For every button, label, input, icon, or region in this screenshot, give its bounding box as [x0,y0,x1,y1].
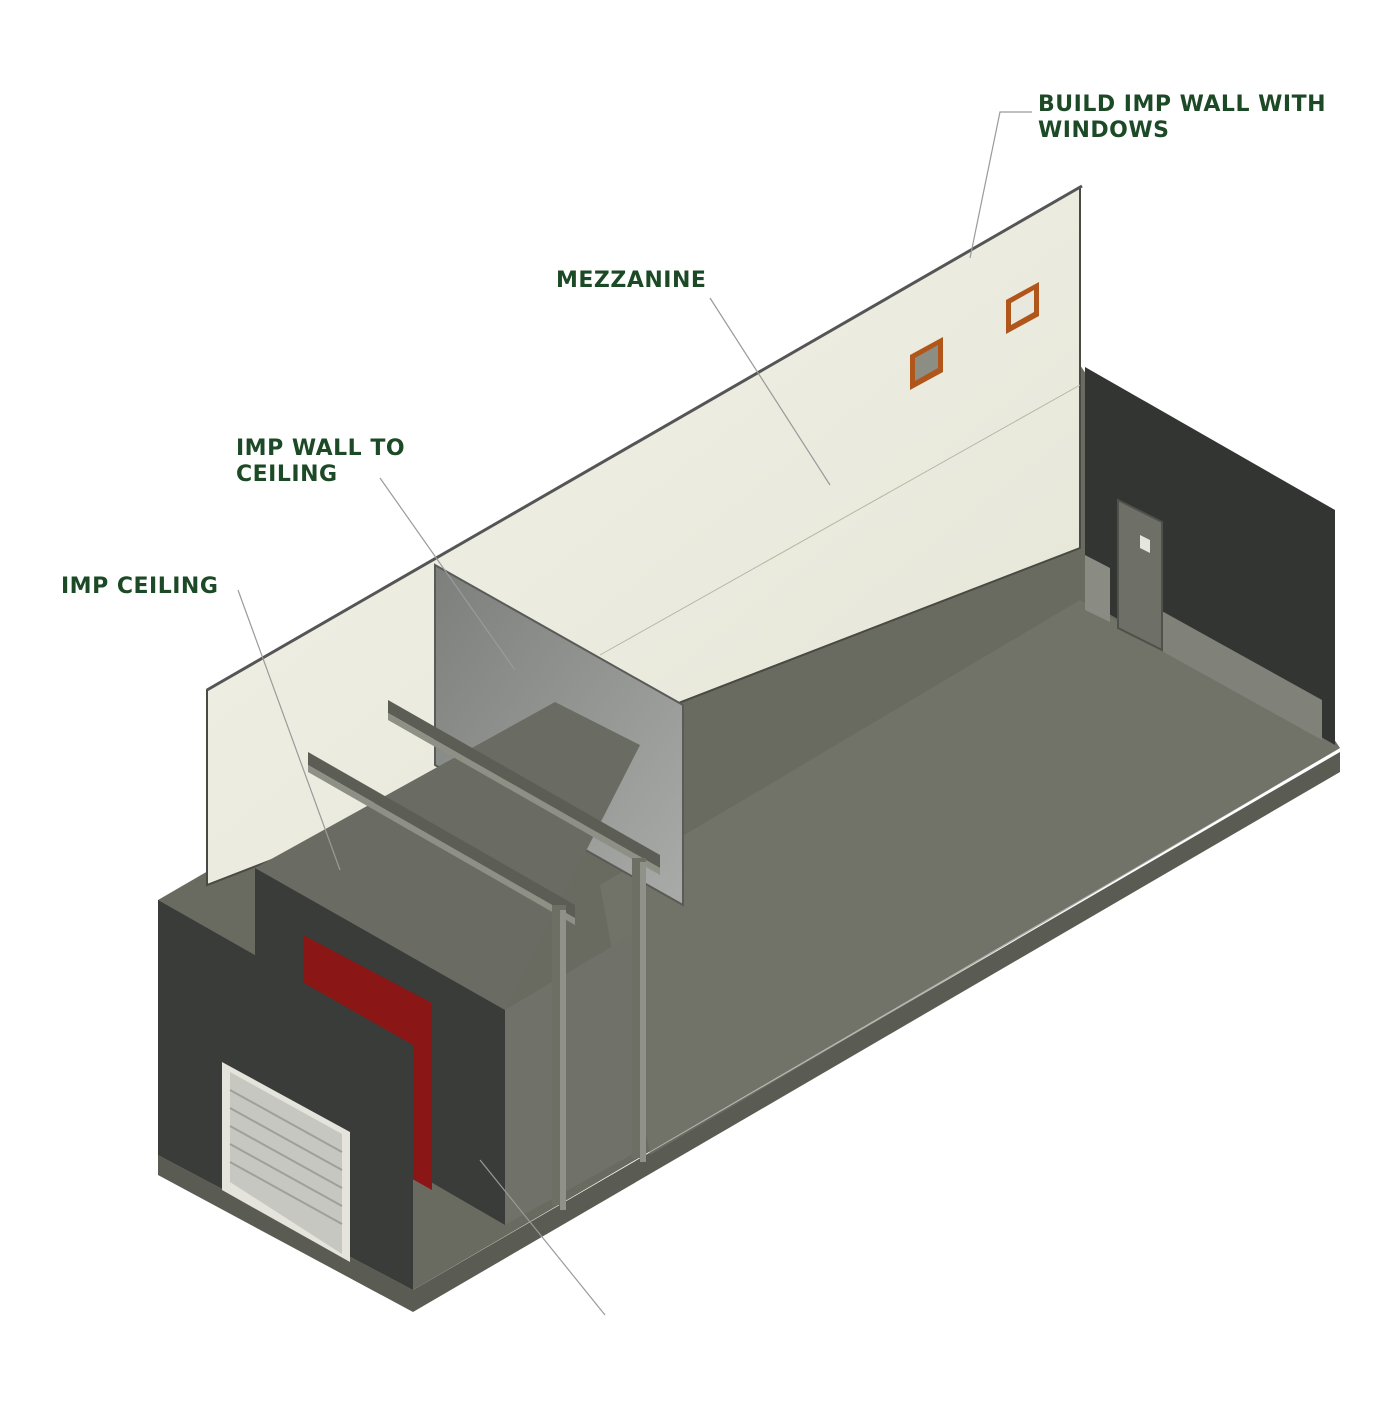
wall-base-left [1085,555,1110,622]
mezzanine-line [599,384,1081,656]
man-door-icon [1117,498,1163,652]
callout-line: WINDOWS [1038,118,1170,143]
callout-line: IMP CEILING [61,574,219,599]
steel-beam [388,700,660,1162]
callout-imp-wall-to-ceiling: IMP WALL TO CEILING [236,436,405,488]
callout-line: IMP WALL TO [236,436,406,461]
wall-top-edge [206,184,1083,692]
floor-light-zone [600,600,1340,1155]
end-wall-right [1085,367,1335,745]
leader-lines [237,111,1032,1316]
window-icon [1006,282,1039,334]
callout-mezzanine: MEZZANINE [556,268,706,294]
callout-line: CEILING [236,462,338,487]
end-wall-base [1160,610,1322,740]
imp-ceiling-side [505,930,640,1225]
overhead-door-icon [222,1062,350,1262]
callout-imp-ceiling: IMP CEILING [61,574,218,600]
callout-line: MEZZANINE [556,268,707,293]
steel-beam [308,752,575,1210]
imp-ceiling-top [255,702,640,1010]
window-icon [910,337,943,390]
callout-build-imp-wall-with-windows: BUILD IMP WALL WITH WINDOWS [1038,92,1326,144]
callout-line: BUILD IMP WALL WITH [1038,92,1326,117]
